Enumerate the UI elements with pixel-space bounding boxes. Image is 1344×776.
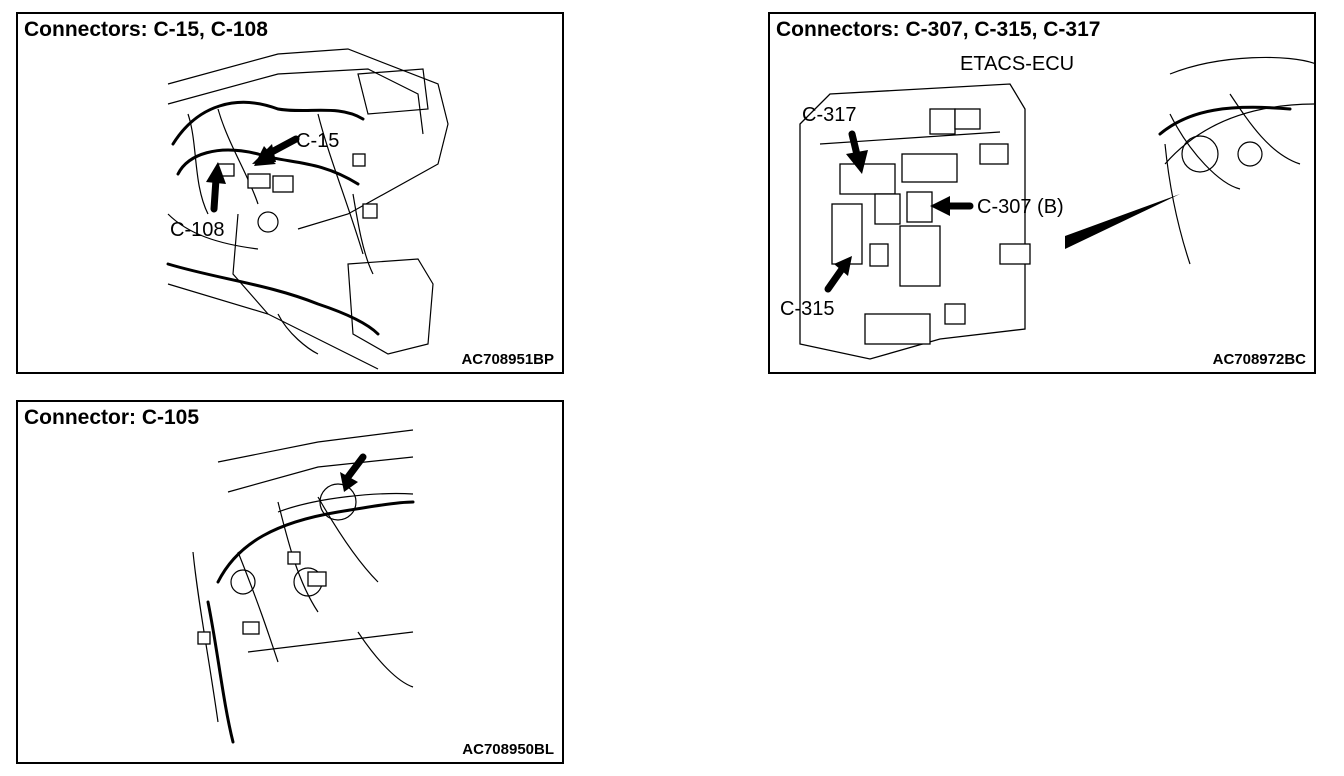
label-c317: C-317 [802, 104, 856, 126]
ecu-subtitle: ETACS-ECU [960, 53, 1074, 75]
dashboard-harness-illustration: C-15 C-108 [166, 48, 449, 370]
figure-code: AC708951BP [461, 351, 554, 368]
panel-title: Connectors: C-15, C-108 [24, 18, 272, 42]
figure-code: AC708950BL [462, 741, 554, 758]
panel-title: Connector: C-105 [24, 406, 204, 430]
label-c15: C-15 [296, 130, 339, 152]
panel-connectors-c15-c108: Connectors: C-15, C-108 C-15 C-108 AC70 [16, 12, 564, 374]
arrow-c307 [930, 196, 950, 216]
arrow-c105 [340, 472, 358, 492]
panel-title: Connectors: C-307, C-315, C-317 [776, 18, 1105, 42]
arrow-c315 [834, 256, 852, 276]
figure-code: AC708972BC [1212, 351, 1306, 368]
panel-connectors-c307-c315-c317: Connectors: C-307, C-315, C-317 ETACS-EC… [768, 12, 1316, 374]
arrow-c108 [206, 162, 226, 184]
label-c315: C-315 [780, 298, 834, 320]
etacs-ecu-illustration: ETACS-ECU C-317 C-307 [780, 53, 1314, 360]
dashboard-harness-illustration [192, 429, 415, 744]
panel-connector-c105: Connector: C-105 AC708950BL [16, 400, 564, 764]
arrow-c317 [846, 150, 868, 174]
label-c108: C-108 [170, 219, 224, 241]
label-c307: C-307 (B) [977, 196, 1064, 218]
